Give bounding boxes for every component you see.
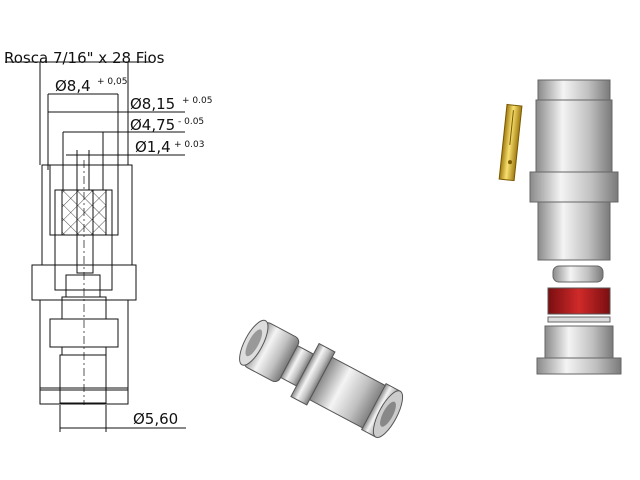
exploded-pin [498,103,523,182]
dimension-lines [5,61,186,432]
exploded-view [498,79,622,375]
tol-8-4: + 0,05 [97,77,127,87]
isometric-view [239,319,404,438]
dim-4-75: Ø4,75 [130,116,175,134]
section-view [31,160,137,405]
dim-1-4: Ø1,4 [135,138,171,156]
dim-8-15: Ø8,15 [130,95,175,113]
contact-pin [76,189,94,274]
dim-8-4: Ø8,4 [55,77,91,95]
dim-5-60: Ø5,60 [133,410,178,428]
tol-8-15: + 0.05 [182,96,212,106]
tol-1-4: + 0.03 [174,140,204,150]
tol-4-75: - 0.05 [178,117,204,127]
thread-label: Rosca 7/16" x 28 Fios [4,49,165,67]
